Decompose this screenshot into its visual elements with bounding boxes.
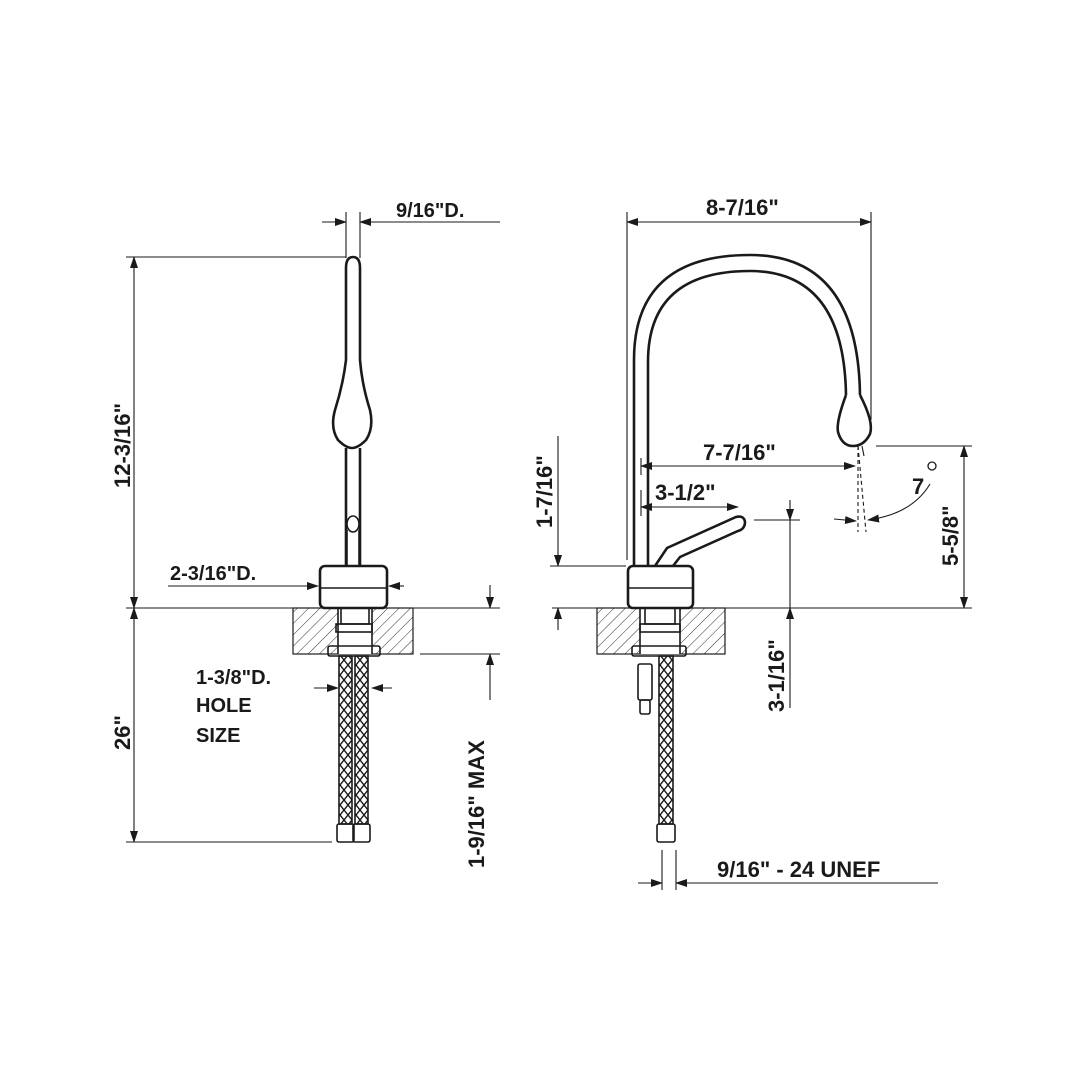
spray-angle-label: 7 [912,474,924,499]
handle-reach-label: 3-1/2" [655,480,716,505]
dim-handle-height: 1-7/16" [532,436,626,630]
spout-to-outlet-label: 7-7/16" [703,440,776,465]
dim-handle-reach: 3-1/2" [640,480,739,516]
deck-max-label: 1-9/16" MAX [464,740,489,868]
dim-side-top-diameter: 9/16"D. [322,200,500,258]
spout-reach-label: 8-7/16" [706,195,779,220]
dim-deck-max: 1-9/16" MAX [420,585,500,868]
degree-symbol [927,461,937,471]
dim-spout-to-outlet: 7-7/16" [640,440,856,475]
hole-size-line1: 1-3/8"D. [196,667,271,689]
side-hoses [327,607,381,843]
front-view: 8-7/16" 7-7/16" 3-1/2" 1-7/16" 7 [532,195,972,890]
side-height-label: 12-3/16" [110,403,135,488]
base-diameter-label: 2-3/16"D. [170,563,256,585]
dim-thread-spec: 9/16" - 24 UNEF [638,850,938,890]
below-deck-label: 3-1/16" [764,639,789,712]
hole-size-line3: SIZE [196,725,240,747]
dim-spray-angle: 7 [833,445,937,533]
front-spout [632,253,873,566]
side-view: 9/16"D. 12-3/16" 2-3/16"D. 1-3/8"D. HOLE… [110,200,500,868]
side-handle [346,515,360,566]
front-hoses [631,607,687,843]
dim-base-diameter: 2-3/16"D. [168,563,404,590]
side-spout [331,255,373,566]
outlet-height-label: 5-5/8" [938,505,963,566]
dim-spout-reach: 8-7/16" [626,195,872,560]
thread-spec-label: 9/16" - 24 UNEF [717,857,880,882]
hose-length-label: 26" [110,715,135,750]
dim-outlet-height: 5-5/8" [876,445,972,609]
hole-size-line2: HOLE [196,695,252,717]
dim-hose-length: 26" [110,607,332,843]
front-base [626,564,695,610]
dim-side-height: 12-3/16" [110,256,346,609]
front-handle [653,515,747,567]
dim-below-deck: 3-1/16" [754,500,800,712]
handle-height-label: 1-7/16" [532,455,557,528]
side-top-diameter-label: 9/16"D. [396,200,464,222]
side-base [318,564,389,610]
dim-hole-size: 1-3/8"D. HOLE SIZE [196,667,392,747]
